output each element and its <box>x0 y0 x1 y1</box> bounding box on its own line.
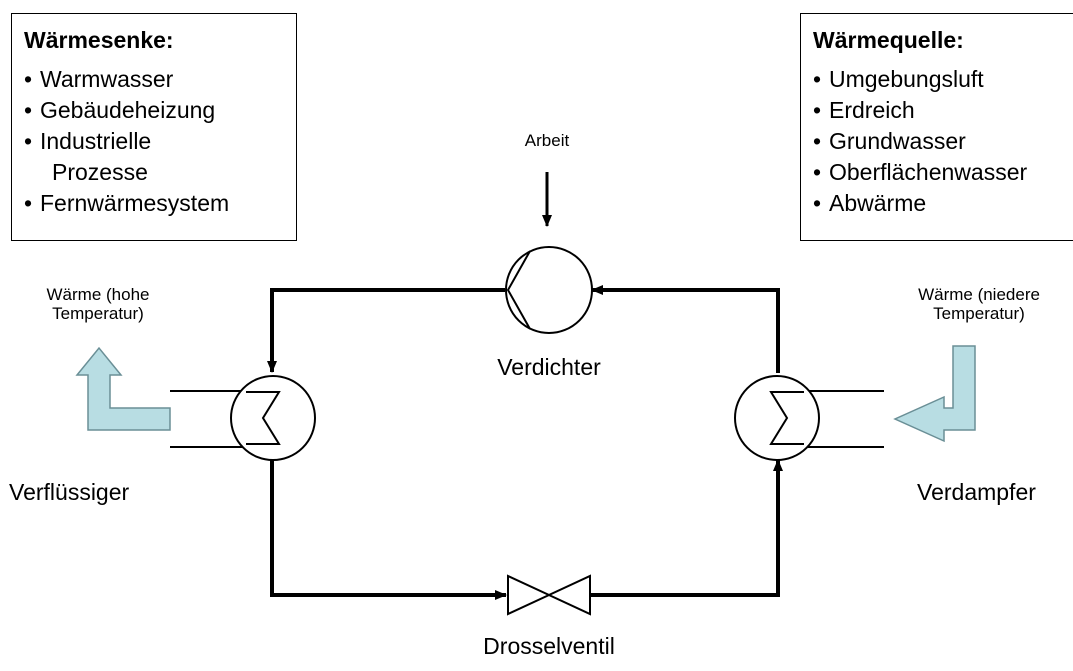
heat-sink-item: •Gebäudeheizung <box>24 97 216 123</box>
condenser-label: Verflüssiger <box>9 479 130 505</box>
evaporator-label: Verdampfer <box>917 479 1036 505</box>
condenser-pipes <box>170 390 243 448</box>
compressor-symbol <box>505 246 593 334</box>
heat-out-arrow <box>75 346 171 431</box>
loop-line-bottom-right <box>591 459 783 597</box>
heat-sink-item: •Warmwasser <box>24 66 174 92</box>
heat-low-temp-label: Wärme (niedere Temperatur) <box>918 285 1040 323</box>
heat-source-item: •Oberflächenwasser <box>813 159 1028 185</box>
heat-source-item: •Grundwasser <box>813 128 966 154</box>
throttle-valve-label: Drosselventil <box>483 633 615 659</box>
heat-source-box: Wärmequelle: •Umgebungsluft •Erdreich •G… <box>800 13 1073 241</box>
compressor-label: Verdichter <box>497 354 601 380</box>
heat-in-arrow <box>893 345 976 443</box>
heat-source-item: •Erdreich <box>813 97 915 123</box>
heat-sink-item: •Industrielle <box>24 128 152 154</box>
heat-sink-box: Wärmesenke: •Warmwasser •Gebäudeheizung … <box>11 13 297 241</box>
heat-sink-item: •Fernwärmesystem <box>24 190 230 216</box>
evaporator-symbol <box>734 375 820 461</box>
heat-sink-item-continued: Prozesse <box>52 159 148 185</box>
refrigerant-loop <box>267 285 783 600</box>
loop-line-bottom-left <box>270 460 507 600</box>
work-label: Arbeit <box>524 131 570 150</box>
heat-source-title: Wärmequelle: <box>813 27 964 53</box>
heat-high-temp-label: Wärme (hohe Temperatur) <box>46 285 150 323</box>
loop-line-top-right <box>591 285 780 373</box>
heat-sink-title: Wärmesenke: <box>24 27 174 53</box>
heat-source-item: •Umgebungsluft <box>813 66 984 92</box>
loop-line-top-left <box>267 288 505 373</box>
evaporator-pipes <box>808 390 884 448</box>
condenser-symbol <box>230 375 316 461</box>
throttle-valve-symbol <box>507 574 591 616</box>
heat-source-item: •Abwärme <box>813 190 927 216</box>
